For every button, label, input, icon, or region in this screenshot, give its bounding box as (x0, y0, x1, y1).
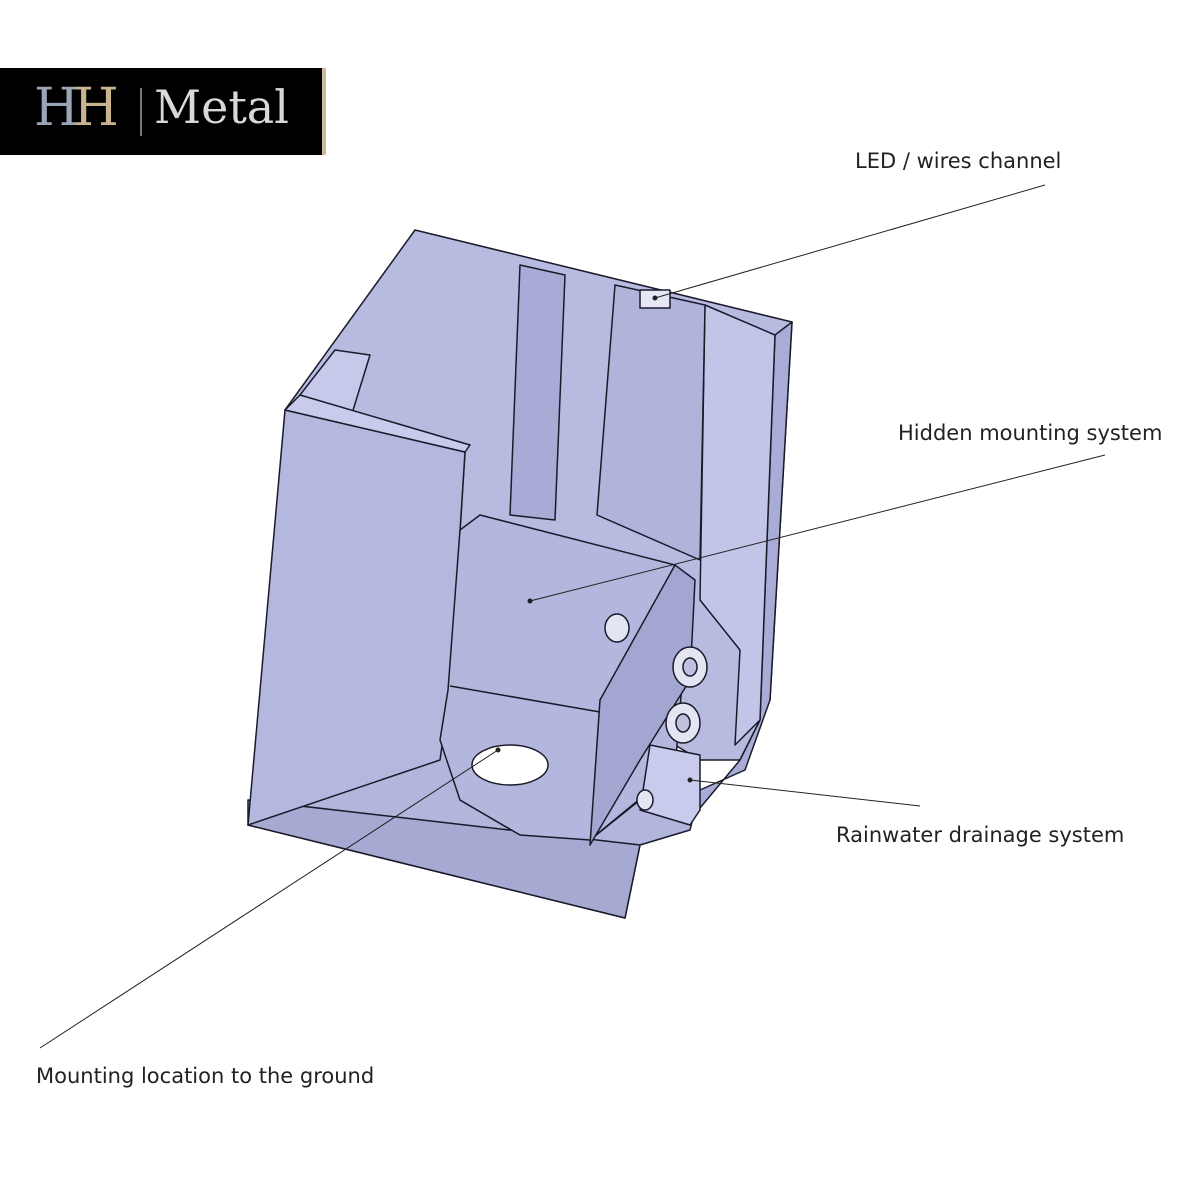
inner-right-wall (699, 304, 776, 746)
leader-led-dot (652, 295, 658, 301)
leader-hidden-dot (527, 598, 533, 604)
label-hidden-mounting: Hidden mounting system (898, 421, 1163, 445)
left-panel-top-edge (284, 394, 471, 453)
left-front-panel (247, 409, 466, 826)
drainage-outlet (636, 789, 654, 811)
leader-hidden (529, 454, 1106, 602)
rib-center (509, 264, 566, 521)
front-bottom-face (247, 799, 641, 919)
label-led-channel: LED / wires channel (855, 149, 1062, 173)
brand-logo: HH Metal (0, 68, 326, 155)
leader-drainage (689, 779, 921, 807)
logo-divider (140, 88, 142, 136)
leader-led (654, 184, 1046, 299)
led-channel-profile (596, 284, 706, 561)
leader-drainage-dot (687, 777, 693, 783)
logo-monogram: HH (34, 78, 119, 138)
leader-ground-dot (495, 747, 501, 753)
plate-seam (449, 685, 601, 713)
leader-ground (39, 749, 499, 1049)
label-rainwater-drainage: Rainwater drainage system (836, 823, 1125, 847)
drainage-channel (639, 744, 701, 826)
bolt (604, 613, 630, 643)
ground-mounting-hole (471, 744, 549, 786)
label-ground-mounting: Mounting location to the ground (36, 1064, 375, 1088)
logo-text: Metal (154, 80, 289, 134)
roller-top-bore (682, 657, 698, 677)
roller-bottom-bore (675, 713, 691, 733)
